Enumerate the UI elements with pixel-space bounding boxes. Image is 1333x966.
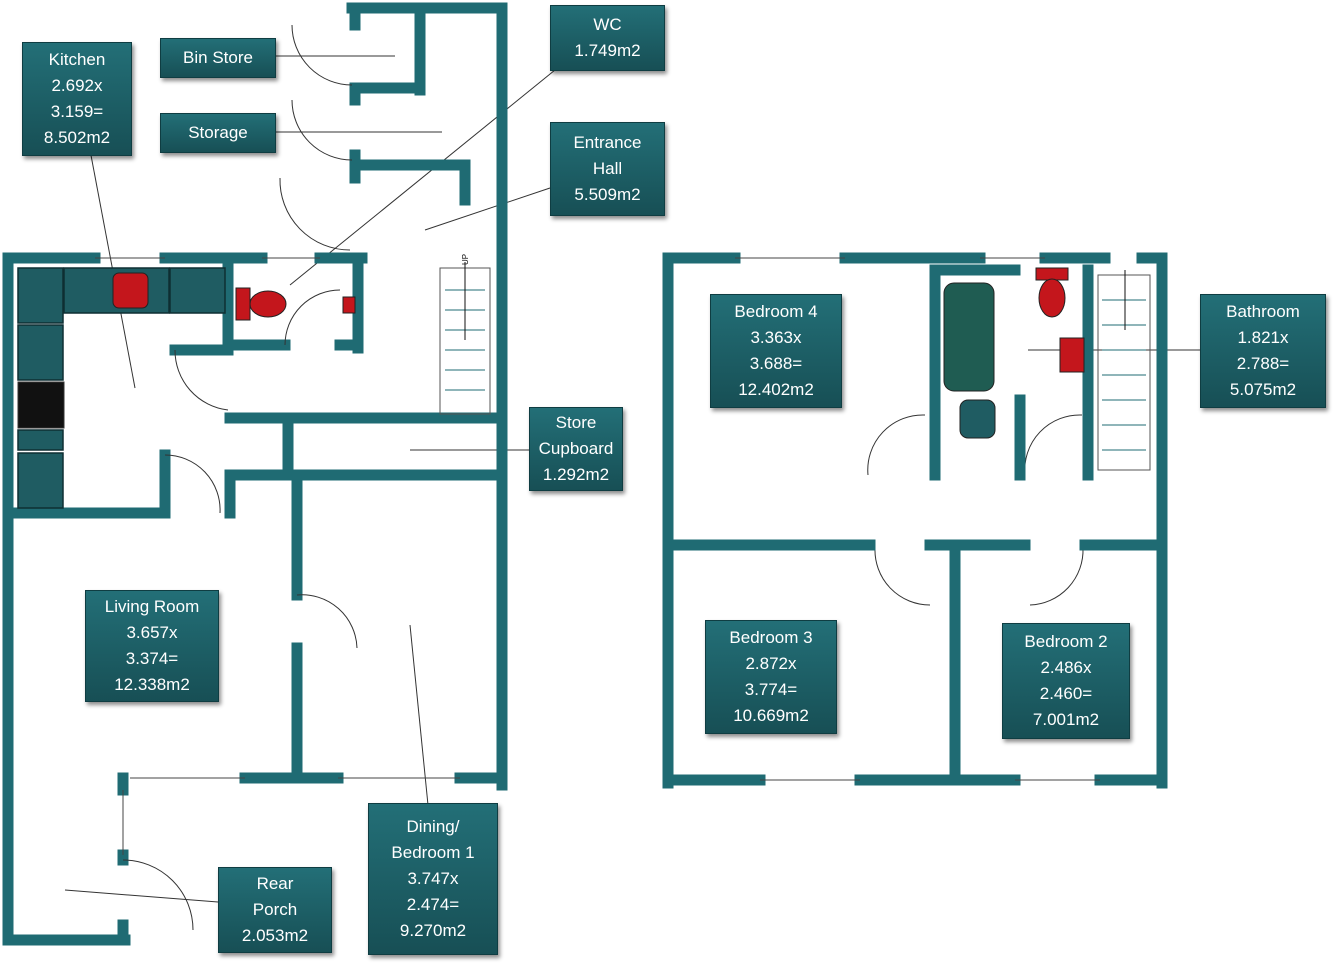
room-name: Dining/ <box>406 817 460 836</box>
stairs-up-label: UP <box>461 254 470 265</box>
bathroom-basin-icon <box>1059 337 1085 373</box>
first-floor-walls <box>662 252 1168 789</box>
kitchen-sink-icon <box>112 272 149 309</box>
room-dim: 2.872x <box>745 654 797 673</box>
label-bin-store: Bin Store <box>160 38 276 78</box>
room-name: Cupboard <box>538 439 614 458</box>
room-area: 5.075m2 <box>1229 380 1297 399</box>
room-name: Hall <box>592 159 623 178</box>
room-dim: 3.657x <box>126 623 178 642</box>
room-area: 8.502m2 <box>43 128 111 147</box>
room-area: 12.402m2 <box>738 380 814 399</box>
room-dim: 3.774= <box>744 680 798 699</box>
room-area: 10.669m2 <box>733 706 809 725</box>
label-bathroom: Bathroom 1.821x 2.788= 5.075m2 <box>1200 294 1326 408</box>
room-dim: 3.747x <box>407 869 459 888</box>
room-name: Porch <box>252 900 298 919</box>
label-bedroom-4: Bedroom 4 3.363x 3.688= 12.402m2 <box>710 294 842 408</box>
wc-basin-icon <box>342 296 356 314</box>
room-name: Bin Store <box>183 48 253 67</box>
room-name: WC <box>593 15 622 34</box>
ground-stairs <box>439 262 491 415</box>
label-dining-bedroom-1: Dining/Bedroom 1 3.747x 2.474= 9.270m2 <box>368 803 498 955</box>
room-name: Rear <box>256 874 294 893</box>
label-kitchen: Kitchen 2.692x 3.159= 8.502m2 <box>22 42 132 156</box>
room-dim: 3.159= <box>50 102 104 121</box>
room-area: 2.053m2 <box>241 926 309 945</box>
label-storage: Storage <box>160 113 276 153</box>
room-dim: 2.788= <box>1236 354 1290 373</box>
room-dim: 2.474= <box>406 895 460 914</box>
room-name: Bedroom 4 <box>734 302 818 321</box>
room-area: 9.270m2 <box>399 921 467 940</box>
room-name: Living Room <box>104 597 200 616</box>
room-dim: 3.363x <box>750 328 802 347</box>
room-dim: 2.486x <box>1040 658 1092 677</box>
room-name: Kitchen <box>48 50 106 69</box>
room-area: 12.338m2 <box>114 675 190 694</box>
hob-icon <box>17 381 65 429</box>
first-floor-stairs <box>1097 270 1151 471</box>
label-living-room: Living Room 3.657x 3.374= 12.338m2 <box>85 590 219 702</box>
ground-floor-walls <box>2 2 508 946</box>
room-name: Bedroom 1 <box>391 843 475 862</box>
room-dim: 3.374= <box>125 649 179 668</box>
room-dim: 1.821x <box>1237 328 1289 347</box>
bathroom-toilet-icon <box>1035 267 1069 318</box>
room-name: Storage <box>188 123 248 142</box>
room-area: 5.509m2 <box>574 185 641 204</box>
wc-toilet-icon <box>235 287 287 321</box>
label-bedroom-2: Bedroom 2 2.486x 2.460= 7.001m2 <box>1002 623 1130 739</box>
room-dim: 2.460= <box>1039 684 1093 703</box>
room-name: Bedroom 2 <box>1024 632 1108 651</box>
room-area: 1.749m2 <box>574 41 641 60</box>
ground-floor-windows <box>95 257 460 855</box>
room-dim: 3.688= <box>749 354 803 373</box>
first-floor-windows <box>735 257 1100 781</box>
bath-icon <box>943 282 995 392</box>
room-area: 7.001m2 <box>1032 710 1100 729</box>
label-wc: WC 1.749m2 <box>550 5 665 71</box>
room-name: Bathroom <box>1226 302 1300 321</box>
room-area: 1.292m2 <box>542 465 610 484</box>
label-bedroom-3: Bedroom 3 2.872x 3.774= 10.669m2 <box>705 620 837 734</box>
bath-panel-icon <box>959 399 996 439</box>
room-name: Bedroom 3 <box>729 628 813 647</box>
room-dim: 2.692x <box>51 76 103 95</box>
room-name: Store <box>555 413 597 432</box>
room-name: Entrance <box>573 133 642 152</box>
